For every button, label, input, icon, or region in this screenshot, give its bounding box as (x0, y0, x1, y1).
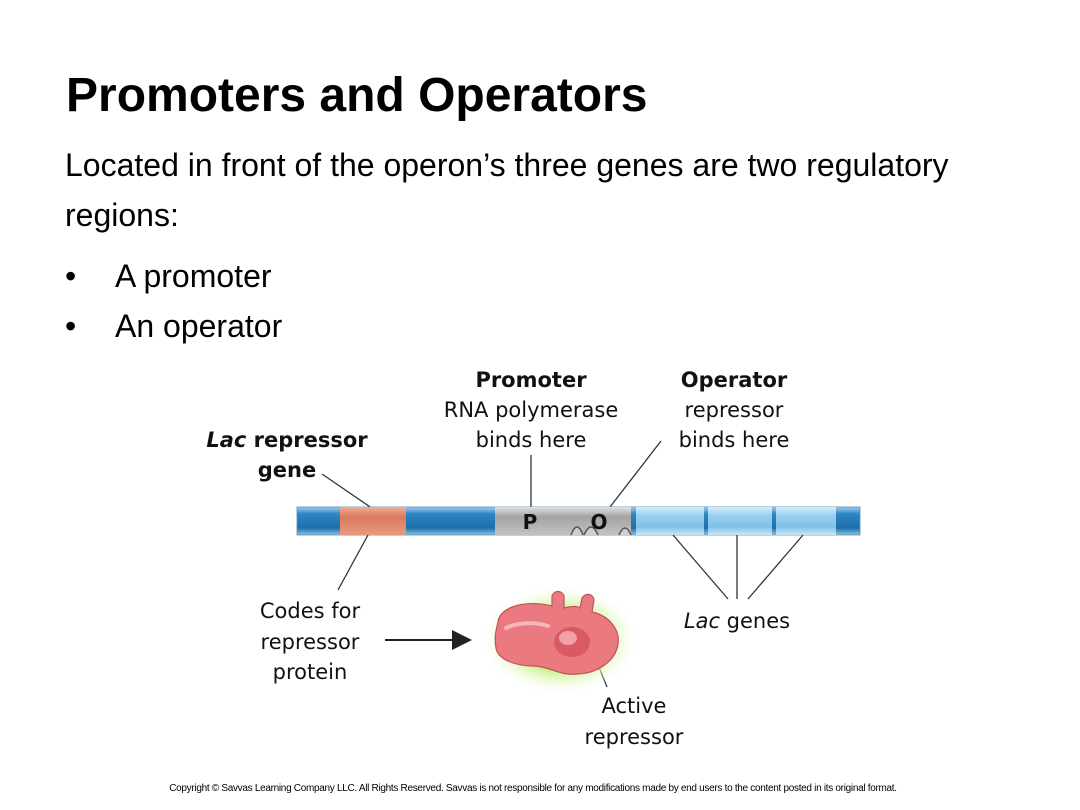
active-repressor-label: Active repressor (585, 694, 684, 749)
repressor-protein-icon (480, 584, 640, 696)
dna-strand: P O (296, 506, 861, 536)
bullet-list: • A promoter • An operator (65, 251, 282, 351)
intro-text: Located in front of the operon’s three g… (65, 147, 949, 233)
operator-line1: repressor (685, 398, 784, 422)
copyright-notice: Copyright © Savvas Learning Company LLC.… (169, 783, 897, 794)
operator-heading: Operator (681, 368, 788, 392)
promoter-line1: RNA polymerase (444, 398, 619, 422)
slide-title: Promoters and Operators (66, 69, 648, 122)
lac-genes-label: Lac genes (684, 609, 790, 633)
promoter-line2: binds here (476, 428, 587, 452)
lac-gene-segment (776, 507, 836, 535)
operator-letter: O (590, 510, 607, 534)
operator-notch-icon (570, 526, 632, 536)
gene-word: gene (258, 458, 316, 482)
operator-label: Operator repressor binds here (679, 368, 790, 452)
top-leader-lines (321, 440, 662, 512)
lac-gene-segment (636, 507, 704, 535)
lac-operon-diagram: Promoter RNA polymerase binds here Opera… (206, 368, 861, 749)
codes-for-line3: protein (273, 660, 348, 684)
promoter-heading: Promoter (475, 368, 587, 392)
bullet-icon: • (65, 258, 77, 294)
repressor-word: repressor (246, 428, 368, 452)
promoter-label: Promoter RNA polymerase binds here (444, 368, 619, 452)
lac-genes-rest: genes (720, 609, 790, 633)
lac-repressor-gene-label: Lac repressor gene (206, 428, 368, 482)
codes-for-line1: Codes for (260, 599, 361, 623)
bullet-icon: • (65, 308, 77, 344)
bullet-item-promoter: • A promoter (65, 251, 282, 301)
active-repressor-line2: repressor (585, 725, 684, 749)
promoter-letter: P (523, 510, 538, 534)
active-repressor-line1: Active (602, 694, 667, 718)
bullet-item-operator: • An operator (65, 301, 282, 351)
svg-text:Lac repressor: Lac repressor (206, 428, 368, 452)
repressor-gene-segment (340, 507, 406, 535)
bullet-label: A promoter (115, 258, 272, 294)
lac-gene-segment (708, 507, 772, 535)
codes-for-line2: repressor (261, 630, 360, 654)
lac-genes-italic: Lac (684, 609, 721, 633)
operator-line2: binds here (679, 428, 790, 452)
lac-italic: Lac (206, 428, 247, 452)
promoter-segment (495, 507, 565, 535)
bullet-label: An operator (115, 308, 283, 344)
codes-for-label: Codes for repressor protein (260, 599, 361, 684)
